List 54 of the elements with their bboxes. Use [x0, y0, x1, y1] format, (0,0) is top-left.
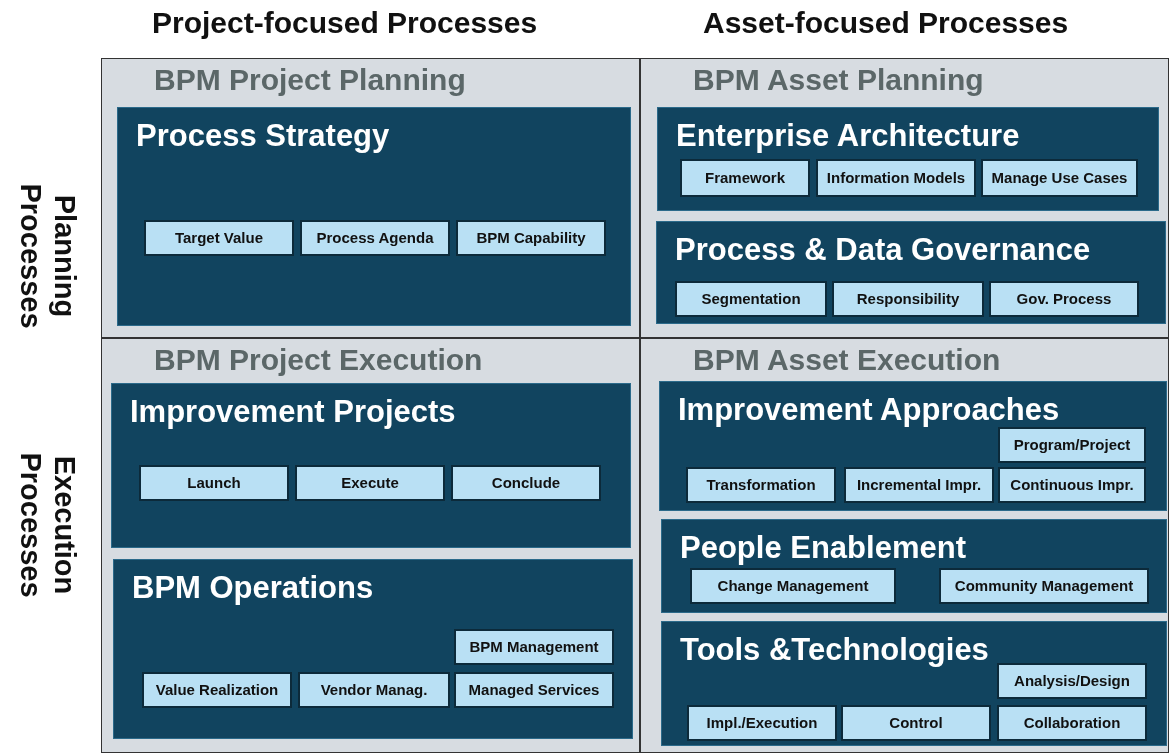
item-box: Manage Use Cases — [981, 159, 1138, 197]
item-box: Community Management — [939, 568, 1149, 604]
item-box: Program/Project — [998, 427, 1146, 463]
item-box: Launch — [139, 465, 289, 501]
item-box: Managed Services — [454, 672, 614, 708]
panel-title: Enterprise Architecture — [676, 120, 1020, 151]
quadrant-title: BPM Project Execution — [154, 345, 483, 375]
quadrant-panel — [640, 338, 1169, 753]
item-box: Change Management — [690, 568, 896, 604]
column-heading: Asset-focused Processes — [703, 5, 1069, 41]
item-box: BPM Management — [454, 629, 614, 665]
item-box: Gov. Process — [989, 281, 1139, 317]
item-box: Framework — [680, 159, 810, 197]
panel-title: Process Strategy — [136, 120, 390, 151]
item-box: Vendor Manag. — [298, 672, 450, 708]
panel-title: Process & Data Governance — [675, 234, 1091, 265]
panel-title: Tools &Technologies — [680, 634, 989, 665]
item-box: Continuous Impr. — [998, 467, 1146, 503]
item-box: Collaboration — [997, 705, 1147, 741]
quadrant-panel — [101, 58, 640, 338]
item-box: Analysis/Design — [997, 663, 1147, 699]
panel-title: Improvement Approaches — [678, 394, 1060, 425]
item-box: Target Value — [144, 220, 294, 256]
category-panel — [113, 559, 633, 739]
category-panel — [117, 107, 631, 326]
row-heading: Execution Processes — [14, 451, 82, 600]
item-box: BPM Capability — [456, 220, 606, 256]
quadrant-panel — [101, 338, 640, 753]
panel-title: People Enablement — [680, 532, 966, 563]
category-panel — [656, 221, 1166, 324]
category-panel — [661, 621, 1167, 746]
item-box: Impl./Execution — [687, 705, 837, 741]
item-box: Conclude — [451, 465, 601, 501]
item-box: Segmentation — [675, 281, 827, 317]
panel-title: BPM Operations — [132, 572, 374, 603]
category-panel — [657, 107, 1159, 211]
item-box: Incremental Impr. — [844, 467, 994, 503]
item-box: Value Realization — [142, 672, 292, 708]
item-box: Information Models — [816, 159, 976, 197]
panel-title: Improvement Projects — [130, 396, 456, 427]
item-box: Control — [841, 705, 991, 741]
column-heading: Project-focused Processes — [152, 5, 538, 41]
item-box: Process Agenda — [300, 220, 450, 256]
category-panel — [659, 381, 1167, 511]
quadrant-panel — [640, 58, 1169, 338]
item-box: Responsibility — [832, 281, 984, 317]
quadrant-title: BPM Project Planning — [154, 65, 466, 95]
quadrant-title: BPM Asset Planning — [693, 65, 984, 95]
item-box: Transformation — [686, 467, 836, 503]
item-box: Execute — [295, 465, 445, 501]
category-panel — [661, 519, 1167, 613]
row-heading: Planning Processes — [14, 182, 82, 331]
category-panel — [111, 383, 631, 548]
quadrant-title: BPM Asset Execution — [693, 345, 1001, 375]
